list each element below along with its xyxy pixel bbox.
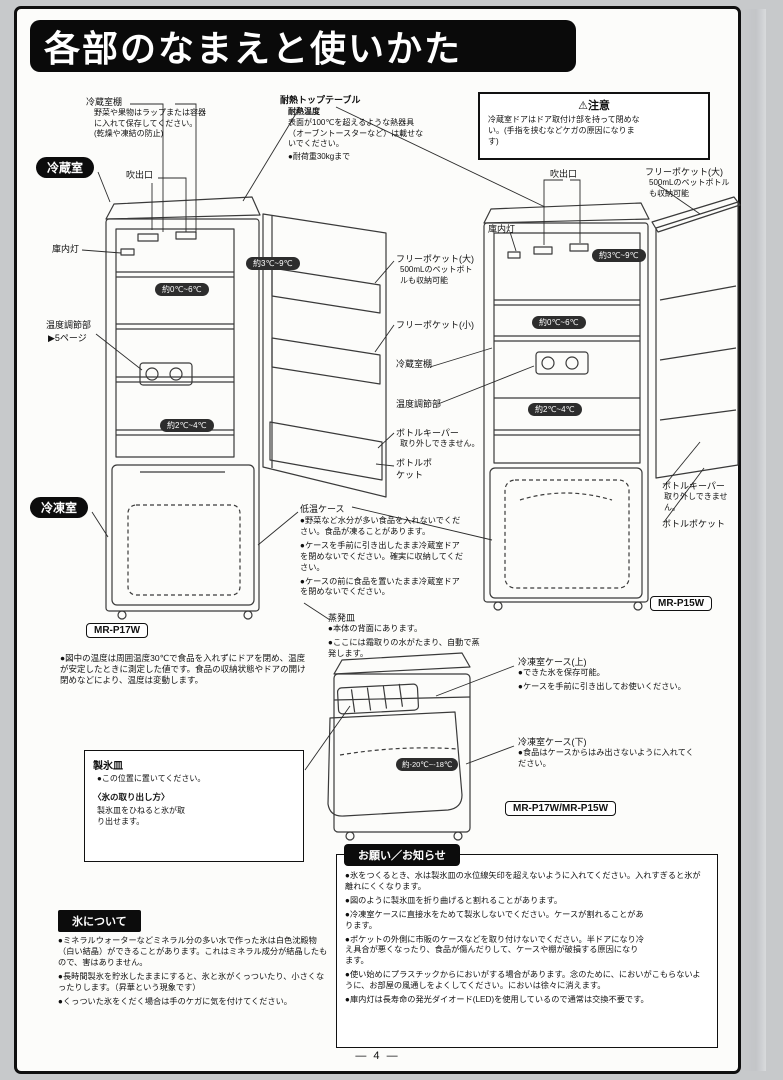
model-badge-combo: MR-P17W/MR-P15W xyxy=(505,801,617,816)
note-line: ●ケースを手前に引き出してお使いください。 xyxy=(518,681,686,691)
note-line: ●本体の背面にあります。 xyxy=(328,624,423,633)
top-table-sub: 耐熱温度 xyxy=(288,107,320,116)
free-pocket-small-label: フリーポケット(小) xyxy=(396,320,474,330)
evaporator-label: 蒸発皿 xyxy=(328,613,356,623)
temp-control-label-center: 温度調節部 xyxy=(396,399,442,409)
shelf-label-center: 冷蔵室棚 xyxy=(396,359,433,369)
page-number: — 4 — xyxy=(355,1050,400,1062)
bottle-keeper-note-right: 取り外しできません。 xyxy=(664,492,728,512)
ice-tray-label: 製氷皿 xyxy=(93,761,123,772)
lamp-label-right: 庫内灯 xyxy=(488,224,516,234)
note-line: ●氷をつくるとき、水は製氷皿の水位線矢印を超えないように入れてください。入れすぎ… xyxy=(345,871,701,891)
evaporator-notes: ●本体の背面にあります。 ●ここには霜取りの水がたまり、自動で蒸発します。 xyxy=(328,624,486,663)
caution-title-text: 注意 xyxy=(587,100,610,112)
freezer-case-upper-label: 冷凍室ケース(上) xyxy=(518,657,587,667)
ice-tray-box: 製氷皿 ●この位置に置いてください。 〈氷の取り出し方〉 製氷皿をひねると氷が取… xyxy=(84,750,304,862)
section-tab-fridge: 冷蔵室 xyxy=(36,157,95,178)
bottle-keeper-note-center: 取り外しできません。 xyxy=(400,439,480,448)
low-temp-case-notes: ●野菜など水分が多い食品を入れないでください。食品が凍ることがあります。 ●ケー… xyxy=(300,516,468,601)
ice-section-bullets: ●ミネラルウォーターなどミネラル分の多い水で作った氷は白色沈殿物（白い結晶）がで… xyxy=(58,936,332,1010)
temp-badge: 約3℃~9℃ xyxy=(246,257,300,270)
notice-bullets: ●氷をつくるとき、水は製氷皿の水位線矢印を超えないように入れてください。入れすぎ… xyxy=(345,871,705,1009)
section-tab-freezer: 冷凍室 xyxy=(30,497,89,518)
temp-badge: 約0℃~6℃ xyxy=(532,316,586,329)
model-badge-right: MR-P15W xyxy=(650,596,713,611)
top-table-load: ●耐荷重30kgまで xyxy=(288,152,351,161)
note-line: ●使い始めにプラスチックからにおいがする場合があります。念のために、においがこも… xyxy=(345,970,701,991)
note-line: ●庫内灯は長寿命の発光ダイオード(LED)を使用しているので通常は交換不要です。 xyxy=(345,995,649,1005)
note-line: ●ケースを手前に引き出したまま冷蔵室ドアを閉めないでください。確実に収納してくだ… xyxy=(300,540,464,572)
model-badge-left: MR-P17W xyxy=(86,623,149,638)
note-line: ●ここには霜取りの水がたまり、自動で蒸発します。 xyxy=(328,637,480,658)
lamp-label-left: 庫内灯 xyxy=(52,244,80,254)
bottle-pocket-label-right: ボトルポケット xyxy=(662,519,726,529)
temp-badge: 約2℃~4℃ xyxy=(528,403,582,416)
note-line: ●ポケットの外側に市販のケースなどを取り付けないでください。半ドアになり冷え具合… xyxy=(345,934,645,966)
note-line: ●ミネラルウォーターなどミネラル分の多い水で作った氷は白色沈殿物（白い結晶）がで… xyxy=(58,936,328,967)
temp-badge: 約0℃~6℃ xyxy=(155,283,209,296)
shelf-note-left: 野菜や果物はラップまたは容器に入れて保存してください。(乾燥や凍結の防止) xyxy=(94,108,206,139)
temp-badge: 約-20℃~-18℃ xyxy=(396,758,459,771)
leader-lines xyxy=(81,103,705,771)
notice-section-header: お願い／お知らせ xyxy=(344,844,460,866)
low-temp-case-label: 低温ケース xyxy=(300,504,345,514)
page-title: 各部のなまえと使いかた xyxy=(30,20,576,72)
freezer-drawer-drawing xyxy=(327,652,471,841)
shelf-label-left: 冷蔵室棚 xyxy=(86,97,123,107)
top-table-label: 耐熱トップテーブル xyxy=(280,95,361,105)
temp-badge: 約2℃~4℃ xyxy=(160,419,214,432)
free-pocket-large-note-right: 500mLのペットボトルも収納可能 xyxy=(649,178,730,198)
bottle-keeper-label-right: ボトルキーパー xyxy=(662,481,725,491)
free-pocket-large-label-right: フリーポケット(大) xyxy=(645,167,723,177)
note-line: ●ケースの前に食品を置いたまま冷蔵室ドアを閉めないでください。 xyxy=(300,576,460,597)
caution-box: ⚠注意 冷蔵室ドアはドア取付け部を持って閉めない。(手指を挟むなどケガの原因にな… xyxy=(478,92,710,160)
note-line: ●長時間製氷を貯氷したままにすると、氷と氷がくっついたり、小さくなったりします。… xyxy=(58,971,325,992)
scan-edge-shading xyxy=(744,9,766,1071)
note-line: ●くっついた氷をくだく場合は手のケガに気を付けてください。 xyxy=(58,996,292,1006)
ice-removal-title: 〈氷の取り出し方〉 xyxy=(93,792,170,802)
ice-section-header: 氷について xyxy=(58,910,141,932)
warning-triangle-icon: ⚠ xyxy=(578,100,588,112)
caution-body: 冷蔵室ドアはドア取付け部を持って閉めない。(手指を挟むなどケガの原因になります) xyxy=(488,115,640,146)
freezer-case-upper-notes: ●できた氷を保存可能。 ●ケースを手前に引き出してお使いください。 xyxy=(518,668,700,696)
note-line: ●冷凍室ケースに直接水をためて製氷しないでください。ケースが割れることがあります… xyxy=(345,909,644,930)
temp-control-label-left: 温度調節部 xyxy=(46,320,92,330)
bottle-pocket-label-center: ボトルポケット xyxy=(396,458,433,480)
outlet-label-left: 吹出口 xyxy=(126,170,154,180)
ice-removal-body: 製氷皿をひねると氷が取り出せます。 xyxy=(97,806,185,826)
note-line: ●図のように製氷皿を折り曲げると割れることがあります。 xyxy=(345,895,563,905)
outlet-label-right: 吹出口 xyxy=(550,169,578,179)
freezer-case-lower-notes: ●食品はケースからはみ出さないように入れてください。 xyxy=(518,748,694,773)
bottle-keeper-label-center: ボトルキーパー xyxy=(396,428,459,438)
ice-tray-note: ●この位置に置いてください。 xyxy=(97,774,206,783)
freezer-case-lower-label: 冷凍室ケース(下) xyxy=(518,737,587,747)
note-line: ●できた氷を保存可能。 xyxy=(518,668,605,677)
free-pocket-large-note: 500mLのペットボトルも収納可能 xyxy=(400,265,473,285)
free-pocket-large-label: フリーポケット(大) xyxy=(396,254,474,264)
right-fridge-drawing xyxy=(483,196,741,611)
note-line: ●食品はケースからはみ出さないように入れてください。 xyxy=(518,748,694,768)
temp-control-page-link: ▶5ページ xyxy=(48,333,87,343)
note-line: ●野菜など水分が多い食品を入れないでください。食品が凍ることがあります。 xyxy=(300,516,461,536)
top-table-body: 表面が100℃を超えるような熱器具（オーブントースターなど）は載せないでください… xyxy=(288,118,424,149)
notice-section-box: ●氷をつくるとき、水は製氷皿の水位線矢印を超えないように入れてください。入れすぎ… xyxy=(336,854,718,1048)
temp-badge: 約3℃~9℃ xyxy=(592,249,646,262)
temperature-disclaimer: ●図中の温度は周囲温度30℃で食品を入れずにドアを閉め、温度が安定したときに測定… xyxy=(60,653,306,686)
caution-title: ⚠注意 xyxy=(480,97,708,113)
